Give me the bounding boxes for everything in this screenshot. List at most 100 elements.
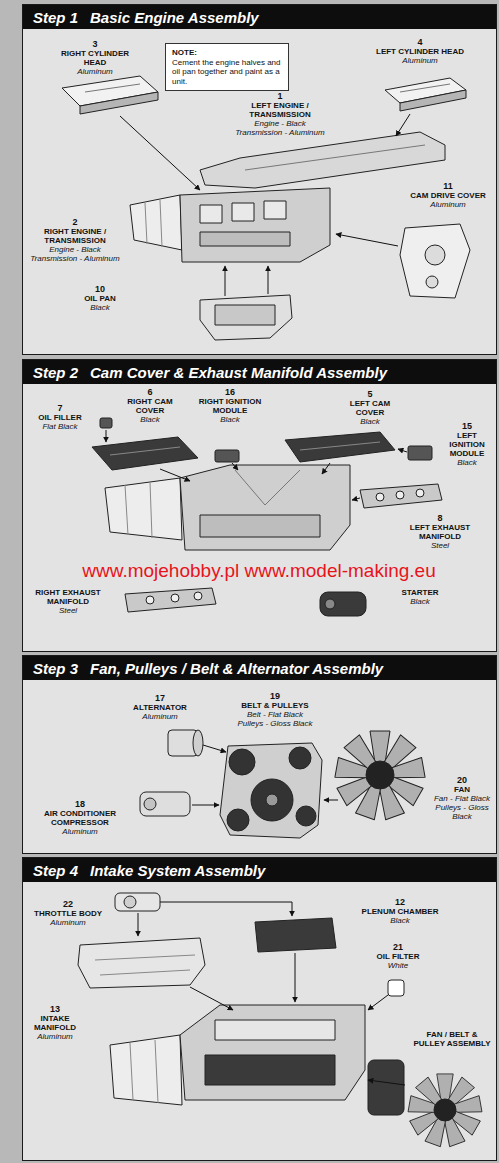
paint-color: Aluminum [32,827,128,836]
engine-parts [78,893,482,1147]
watermark-row: www.mojehobby.pl www.model-making.eu [24,560,494,582]
part-name: LEFT CYLINDER HEAD [375,47,465,56]
engine-parts [227,809,249,831]
assembly-arrow [203,745,226,752]
engine-parts [266,794,278,806]
part-name: OIL PAN [70,294,130,303]
engine-parts [400,84,450,92]
engine-parts [140,730,425,838]
engine-parts [200,515,320,537]
callout-number: 17 [125,694,195,703]
part-name: THROTTLE BODY [30,909,106,918]
part-name: ALTERNATOR [125,703,195,712]
part-name: LEFT IGNITION MODULE [440,431,494,458]
part-callout: 17ALTERNATORAluminum [125,694,195,721]
engine-parts [144,798,156,810]
engine-parts [193,730,203,756]
callout-number: 2 [25,218,125,227]
engine-parts [130,195,182,250]
engine-parts [80,92,158,114]
engine-parts [180,188,330,262]
paint-color: Flat Black [32,422,88,431]
paint-color: Pulleys - Gloss Black [225,719,325,728]
engine-parts [376,493,384,501]
assembly-arrow [160,902,292,916]
callout-number: 10 [70,285,130,294]
engine-parts [215,305,275,325]
part-callout: 15LEFT IGNITION MODULEBlack [440,422,494,467]
assembly-arrow [352,498,360,500]
engine-parts [220,743,322,838]
engine-parts [115,893,160,911]
engine-parts [396,491,404,499]
paint-color: Belt - Flat Black [225,710,325,719]
engine-parts [160,200,162,247]
paint-color: Black [385,597,455,606]
assembly-arrow [324,800,338,801]
engine-parts [232,203,254,221]
part-name: INTAKE MANIFOLD [25,1014,85,1032]
engine-parts [180,1005,365,1100]
engine-parts [92,418,442,616]
callout-number: 3 [50,40,140,49]
part-name: LEFT ENGINE / TRANSMISSION [230,101,330,119]
part-name: AIR CONDITIONER COMPRESSOR [32,809,128,827]
assembly-arrow [322,463,330,474]
engine-parts [400,90,466,111]
step-header-bar: Step 1Basic Engine Assembly [23,5,496,29]
part-callout: 11CAM DRIVE COVERAluminum [408,182,488,209]
engine-parts [215,450,239,462]
engine-parts [300,442,380,450]
callout-number: 4 [375,38,465,47]
part-callout: 16RIGHT IGNITION MODULEBlack [197,388,263,424]
paint-color: Black [117,415,183,424]
paint-color: Black [70,303,130,312]
assembly-arrow [268,266,269,294]
part-callout: 2RIGHT ENGINE / TRANSMISSIONEngine - Bla… [25,218,125,263]
paint-color: Pulleys - Gloss Black [429,803,495,821]
paint-color: Aluminum [30,918,106,927]
engine-parts [105,478,182,540]
engine-parts [408,446,432,460]
note-box: NOTE:Cement the engine halves and oil pa… [165,43,289,91]
note-text: Cement the engine halves and oil pan tog… [172,58,282,87]
part-callout: 1LEFT ENGINE / TRANSMISSIONEngine - Blac… [230,92,330,137]
engine-parts [200,295,292,340]
paint-color: Aluminum [125,712,195,721]
callout-number: 12 [360,898,440,907]
assembly-arrow [192,805,219,806]
engine-parts [180,465,350,550]
part-callout: 22THROTTLE BODYAluminum [30,900,106,927]
part-callout: 20FANFan - Flat BlackPulleys - Gloss Bla… [429,776,495,821]
panel-ground [22,655,497,854]
step-header-bar: Step 4Intake System Assembly [23,858,496,882]
assembly-arrow [225,266,226,296]
part-name: RIGHT ENGINE / TRANSMISSION [25,227,125,245]
engine-parts [200,232,290,246]
engine-parts [110,1035,182,1105]
paint-color: Black [360,916,440,925]
assembly-arrow [295,953,296,1002]
callout-number: 11 [408,182,488,191]
engine-parts [416,489,424,497]
paint-color: Transmission - Aluminum [25,254,125,263]
engine-parts [85,84,140,92]
callout-number: 1 [230,92,330,101]
assembly-arrow [368,995,388,1010]
step-header-bar: Step 2Cam Cover & Exhaust Manifold Assem… [23,360,496,384]
engine-parts [289,747,311,769]
engine-parts [325,599,335,609]
callout-number: 5 [337,390,403,399]
engine-parts [78,938,205,988]
part-callout: 19BELT & PULLEYSBelt - Flat BlackPulleys… [225,692,325,728]
part-callout: 21OIL FILTERWhite [368,943,428,970]
part-callout: 7OIL FILLERFlat Black [32,404,88,431]
engine-parts [335,731,425,820]
callout-number: 15 [440,422,494,431]
assembly-arrow [398,449,407,452]
paint-color: White [368,961,428,970]
engine-parts [130,1043,133,1100]
engine-parts [95,955,195,960]
paint-color: Black [337,417,403,426]
assembly-arrow [336,234,398,246]
